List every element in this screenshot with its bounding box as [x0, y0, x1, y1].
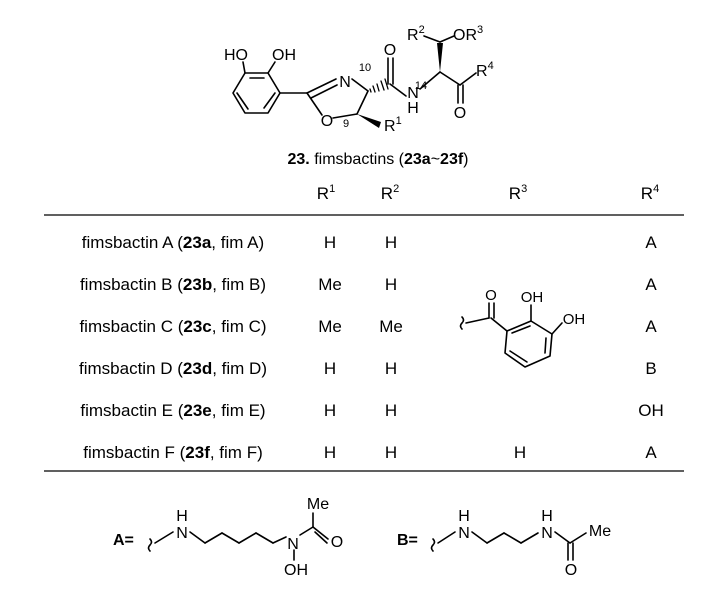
fimsbactin-core-structure: HO OH N O 9 10 14 R1 R2 OR3 R4 N H O O 2…: [224, 24, 494, 168]
ketone-o-label: O: [454, 105, 466, 122]
table-row: fimsbactin E (23e, fim E) H H OH: [80, 401, 663, 420]
wedge-bond-c14: [437, 43, 443, 72]
attachment-wavy-bond: [459, 316, 465, 330]
attachment-wavy-bond: [147, 538, 153, 552]
r3-dihydroxybenzoyl-structure: O OH OH: [459, 287, 586, 368]
r4-value: B: [645, 359, 656, 378]
group-b-nh2-n: N: [541, 525, 553, 542]
oxazoline-o-label: O: [321, 113, 333, 130]
group-b-nh2-h: H: [541, 508, 553, 525]
r1-label: R1: [384, 115, 402, 135]
compound-name: fimsbactin A (23a, fim A): [82, 233, 264, 252]
compound-name: fimsbactin D (23d, fim D): [79, 359, 267, 378]
substituent-table: R1 R2 R3 R4 fimsbactin A (23a, fim A) H …: [44, 183, 684, 472]
group-a-hydroxamate-n: N: [287, 536, 299, 553]
locant-c10: 10: [359, 62, 371, 74]
group-b-label: B=: [397, 532, 418, 549]
group-a-carbonyl-o: O: [331, 534, 343, 551]
amide-linkage: [387, 35, 477, 104]
amide-n-label: N: [407, 85, 419, 102]
r4-value: OH: [638, 401, 664, 420]
r2-value: H: [385, 233, 397, 252]
hydroxyl-label-2: OH: [272, 47, 296, 64]
r2-value: Me: [379, 317, 403, 336]
structure-caption: 23. fimsbactins (23a~23f): [288, 151, 469, 168]
attachment-wavy-bond: [430, 538, 436, 552]
r2-value: H: [385, 275, 397, 294]
compound-name: fimsbactin F (23f, fim F): [83, 443, 263, 462]
amide-o-label: O: [384, 42, 396, 59]
group-a-nh-n: N: [176, 525, 188, 542]
r3-hydroxyl-2: OH: [563, 311, 586, 328]
r4-value: A: [645, 317, 657, 336]
header-r1: R1: [317, 183, 335, 203]
group-a-structure: A= H N N OH O Me: [113, 496, 343, 579]
amide-h-label: H: [407, 100, 419, 117]
or3-label: OR3: [453, 24, 483, 44]
group-a-hydroxyl: OH: [284, 562, 308, 579]
compound-name: fimsbactin E (23e, fim E): [80, 401, 265, 420]
r1-value: H: [324, 359, 336, 378]
r1-value: H: [324, 401, 336, 420]
r1-value: H: [324, 233, 336, 252]
r3-carbonyl-o: O: [485, 287, 497, 304]
compound-name: fimsbactin C (23c, fim C): [79, 317, 266, 336]
locant-c9: 9: [343, 118, 349, 130]
r1-value: Me: [318, 275, 342, 294]
table-row: fimsbactin F (23f, fim F) H H H A: [83, 443, 657, 462]
header-r3: R3: [509, 183, 527, 203]
group-a-methyl: Me: [307, 496, 329, 513]
group-b-nh1-h: H: [458, 508, 470, 525]
header-r2: R2: [381, 183, 399, 203]
table-row: fimsbactin A (23a, fim A) H H A: [82, 233, 658, 252]
r2-label: R2: [407, 24, 425, 44]
r4-value: A: [645, 233, 657, 252]
group-a-label: A=: [113, 532, 134, 549]
wedge-bond-c9: [357, 114, 381, 128]
r4-value: A: [645, 443, 657, 462]
r3-value: H: [514, 443, 526, 462]
group-a-nh-h: H: [176, 508, 188, 525]
r2-value: H: [385, 401, 397, 420]
r3-hydroxyl-1: OH: [521, 289, 544, 306]
r1-value: H: [324, 443, 336, 462]
compound-name: fimsbactin B (23b, fim B): [80, 275, 266, 294]
r2-value: H: [385, 359, 397, 378]
r4-value: A: [645, 275, 657, 294]
table-row: fimsbactin B (23b, fim B) Me H A: [80, 275, 657, 294]
table-row: fimsbactin D (23d, fim D) H H B: [79, 359, 657, 378]
group-b-carbonyl-o: O: [565, 562, 577, 579]
hashed-bond-c10: [369, 78, 389, 93]
r4-label: R4: [476, 60, 494, 80]
hydroxyl-label-1: HO: [224, 47, 248, 64]
table-header: R1 R2 R3 R4: [317, 183, 659, 203]
catechol-ring: [232, 61, 308, 114]
r2-value: H: [385, 443, 397, 462]
oxazoline-ring: [306, 78, 369, 119]
group-b-methyl: Me: [589, 523, 611, 540]
header-r4: R4: [641, 183, 659, 203]
r1-value: Me: [318, 317, 342, 336]
oxazoline-n-label: N: [339, 74, 351, 91]
table-row: fimsbactin C (23c, fim C) Me Me A: [79, 317, 657, 336]
locant-c14: 14: [415, 80, 427, 92]
group-b-nh1-n: N: [458, 525, 470, 542]
group-b-structure: B= H N H N Me O: [397, 508, 611, 579]
